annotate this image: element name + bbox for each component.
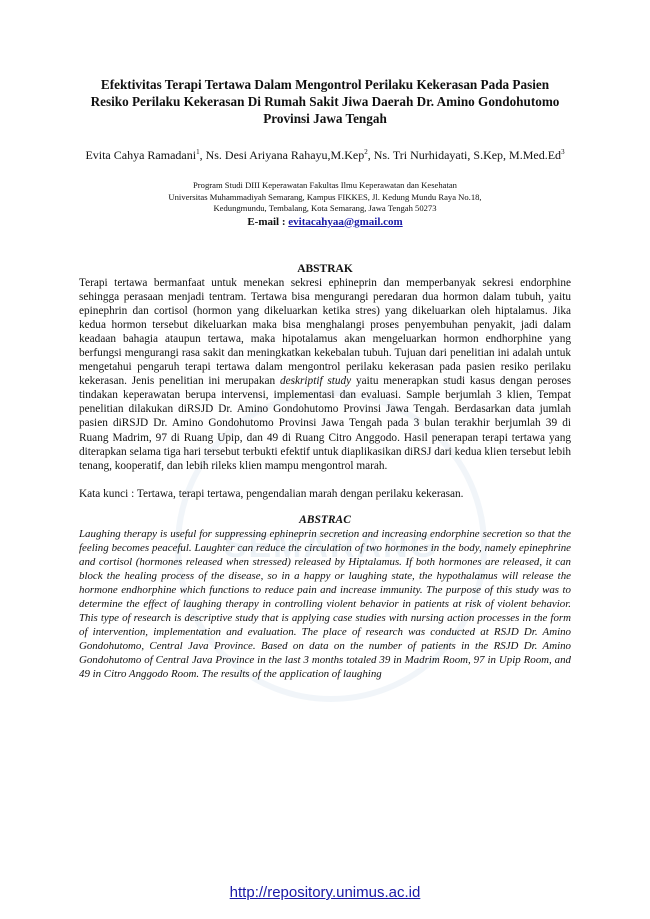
email-label: E-mail :: [247, 215, 289, 228]
author-name: , Ns. Desi Ariyana Rahayu,M.Kep: [199, 148, 365, 162]
paper-title: Efektivitas Terapi Tertawa Dalam Mengont…: [90, 77, 560, 126]
repository-link[interactable]: http://repository.unimus.ac.id: [229, 884, 421, 901]
abstract-heading: ABSTRAC: [299, 513, 351, 526]
email-line: E-mail : evitacahyaa@gmail.com: [79, 216, 571, 228]
email-link[interactable]: evitacahyaa@gmail.com: [288, 215, 403, 228]
abstrak-heading: ABSTRAK: [297, 262, 353, 275]
author-sup: 3: [561, 148, 565, 156]
abstrak-emphasis: deskriptif study: [279, 375, 352, 388]
affiliation-line: Program Studi DIII Keperawatan Fakultas …: [193, 180, 457, 190]
abstrak-body: Terapi tertawa bermanfaat untuk menekan …: [79, 276, 571, 473]
author-sup: 1: [196, 148, 200, 156]
affiliation-line: Universitas Muhammadiyah Semarang, Kampu…: [168, 191, 482, 202]
author-name: Evita Cahya Ramadani: [85, 148, 197, 162]
author-name: , Ns. Tri Nurhidayati, S.Kep, M.Med.Ed: [367, 148, 562, 162]
affiliation: Program Studi DIII Keperawatan Fakultas …: [79, 180, 571, 215]
abstrak-text: Terapi tertawa bermanfaat untuk menekan …: [79, 276, 571, 388]
author-sup: 2: [364, 148, 368, 156]
footer: http://repository.unimus.ac.id: [0, 884, 650, 901]
affiliation-line: Kedungmundu, Tembalang, Kota Semarang, J…: [213, 203, 437, 213]
abstract-body: Laughing therapy is useful for suppressi…: [79, 527, 571, 680]
author-list: Evita Cahya Ramadani1, Ns. Desi Ariyana …: [79, 141, 571, 166]
paper-page: Efektivitas Terapi Tertawa Dalam Mengont…: [79, 76, 571, 681]
watermark-text: SEMARANG: [223, 526, 439, 565]
watermark-logo: SEMARANG: [175, 390, 487, 702]
keywords: Kata kunci : Tertawa, terapi tertawa, pe…: [79, 487, 464, 500]
abstrak-text: yaitu menerapkan studi kasus dengan pero…: [79, 375, 572, 472]
